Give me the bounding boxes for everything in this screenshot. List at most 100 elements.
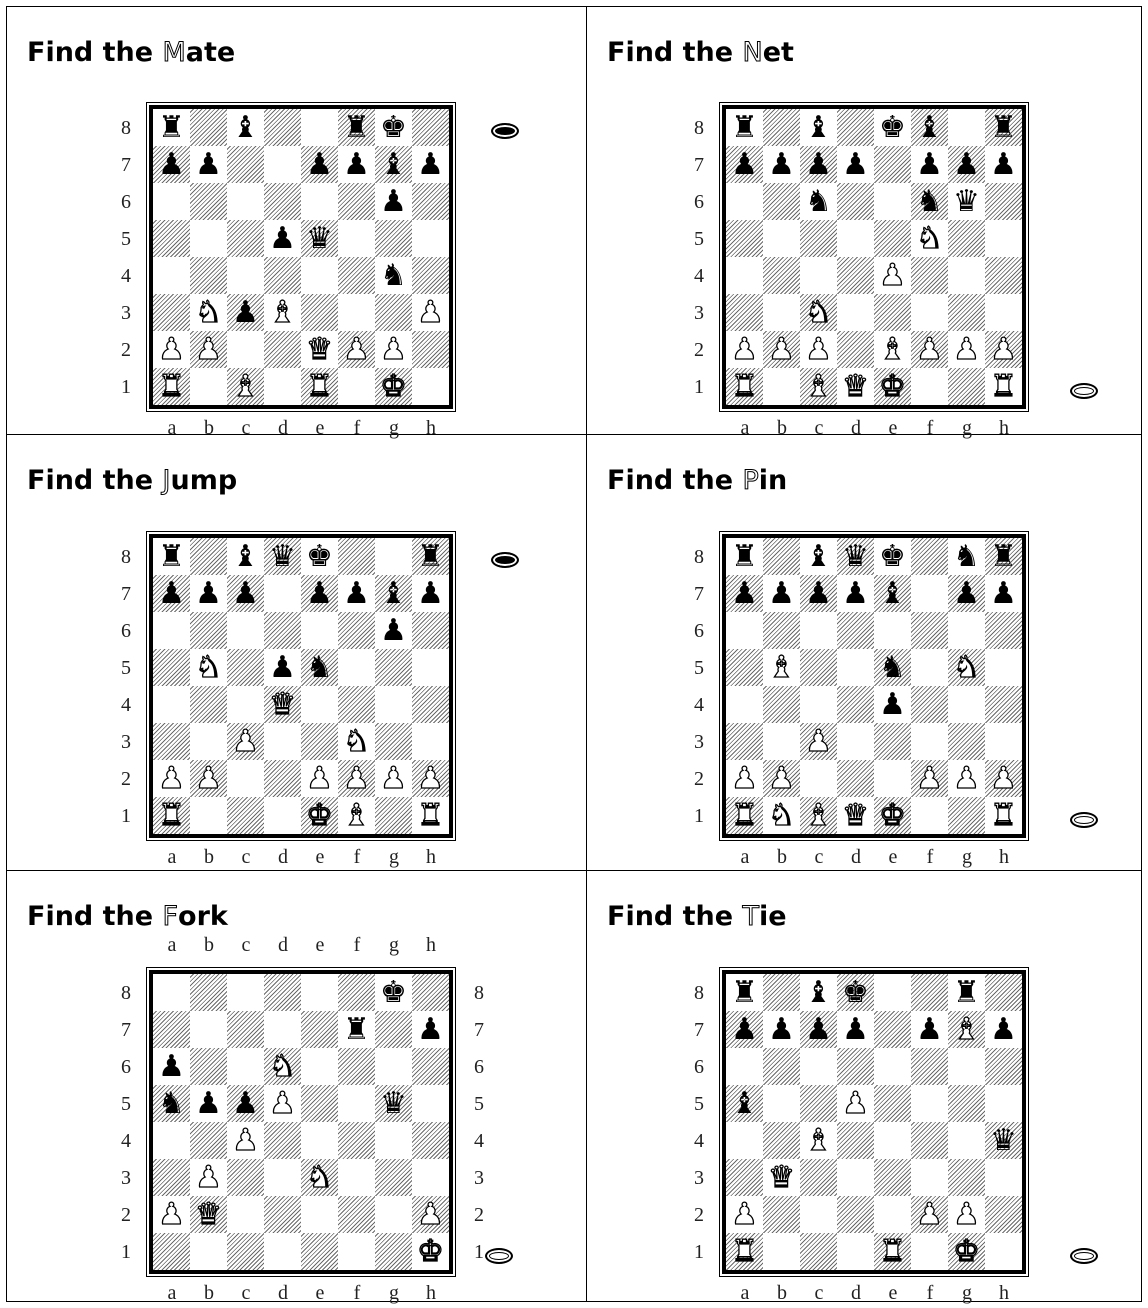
white-rook-icon: ♜ bbox=[412, 797, 449, 834]
file-label: h bbox=[994, 846, 1014, 869]
white-knight-icon: ♞ bbox=[190, 294, 227, 331]
board-square bbox=[338, 257, 375, 294]
white-pawn-icon: ♟ bbox=[153, 760, 190, 797]
board-square bbox=[227, 331, 264, 368]
file-label: b bbox=[199, 846, 219, 869]
board-square bbox=[412, 649, 449, 686]
file-label: h bbox=[421, 1282, 441, 1305]
white-pawn-icon: ♟ bbox=[412, 760, 449, 797]
board-square bbox=[190, 109, 227, 146]
board-square bbox=[301, 1122, 338, 1159]
board-square bbox=[375, 686, 412, 723]
black-rook-icon: ♜ bbox=[726, 538, 763, 575]
black-pawn-icon: ♟ bbox=[800, 575, 837, 612]
rank-label: 4 bbox=[689, 694, 709, 717]
black-pawn-icon: ♟ bbox=[726, 1011, 763, 1048]
black-pawn-icon: ♟ bbox=[375, 612, 412, 649]
board-square bbox=[190, 1122, 227, 1159]
board-square bbox=[911, 723, 948, 760]
board-square bbox=[985, 183, 1022, 220]
black-pawn-icon: ♟ bbox=[985, 1011, 1022, 1048]
board-square bbox=[948, 294, 985, 331]
white-pawn-icon: ♟ bbox=[948, 760, 985, 797]
puzzle-title: Find the Pin bbox=[607, 465, 787, 496]
white-king-icon: ♚ bbox=[874, 797, 911, 834]
board-square bbox=[338, 1048, 375, 1085]
white-pawn-icon: ♟ bbox=[338, 760, 375, 797]
white-bishop-icon: ♝ bbox=[874, 331, 911, 368]
board-square bbox=[874, 974, 911, 1011]
board-square bbox=[190, 686, 227, 723]
black-rook-icon: ♜ bbox=[412, 538, 449, 575]
white-bishop-icon: ♝ bbox=[264, 294, 301, 331]
board-square bbox=[726, 1048, 763, 1085]
black-bishop-icon: ♝ bbox=[800, 538, 837, 575]
black-pawn-icon: ♟ bbox=[301, 575, 338, 612]
board-square bbox=[264, 1196, 301, 1233]
black-rook-icon: ♜ bbox=[948, 974, 985, 1011]
board-square bbox=[800, 220, 837, 257]
rank-label: 6 bbox=[689, 191, 709, 214]
file-label: a bbox=[735, 1282, 755, 1305]
rank-label: 5 bbox=[116, 1093, 136, 1116]
black-knight-icon: ♞ bbox=[301, 649, 338, 686]
board-square bbox=[227, 1233, 264, 1270]
black-knight-icon: ♞ bbox=[800, 183, 837, 220]
file-label-top: c bbox=[236, 934, 256, 957]
rank-label: 1 bbox=[689, 1241, 709, 1264]
title-rest: ie bbox=[759, 901, 787, 932]
board-square bbox=[874, 183, 911, 220]
black-pawn-icon: ♟ bbox=[874, 686, 911, 723]
board-square bbox=[763, 1048, 800, 1085]
black-pawn-icon: ♟ bbox=[227, 294, 264, 331]
board-square bbox=[190, 1048, 227, 1085]
board-square bbox=[874, 294, 911, 331]
rank-label: 5 bbox=[116, 228, 136, 251]
board-square bbox=[412, 331, 449, 368]
board-square bbox=[911, 368, 948, 405]
black-rook-icon: ♜ bbox=[726, 974, 763, 1011]
file-label-top: d bbox=[273, 934, 293, 957]
black-pawn-icon: ♟ bbox=[264, 220, 301, 257]
board-square bbox=[264, 760, 301, 797]
rank-label-right: 6 bbox=[469, 1056, 489, 1079]
board-square bbox=[948, 1085, 985, 1122]
file-label: a bbox=[162, 1282, 182, 1305]
board-square bbox=[911, 649, 948, 686]
black-bishop-icon: ♝ bbox=[726, 1085, 763, 1122]
board-square bbox=[375, 1122, 412, 1159]
black-pawn-icon: ♟ bbox=[837, 146, 874, 183]
board-square bbox=[911, 1122, 948, 1159]
board-square bbox=[153, 974, 190, 1011]
black-king-icon: ♚ bbox=[874, 109, 911, 146]
board-square bbox=[190, 220, 227, 257]
board-square bbox=[227, 1196, 264, 1233]
black-pawn-icon: ♟ bbox=[911, 1011, 948, 1048]
board-square bbox=[412, 1159, 449, 1196]
board-square bbox=[985, 1048, 1022, 1085]
rank-label: 1 bbox=[689, 805, 709, 828]
puzzle-cell: Find the Mate♜♝♜♚♟♟♟♟♝♟♟♟♛♞♞♟♝♟♟♟♛♟♟♜♝♜♚… bbox=[6, 6, 587, 435]
board-square bbox=[190, 257, 227, 294]
file-label: d bbox=[273, 1282, 293, 1305]
board-square bbox=[763, 1233, 800, 1270]
board-square bbox=[800, 612, 837, 649]
board-square bbox=[985, 1085, 1022, 1122]
black-pawn-icon: ♟ bbox=[800, 1011, 837, 1048]
board-square bbox=[375, 723, 412, 760]
rank-label: 3 bbox=[116, 302, 136, 325]
rank-label: 6 bbox=[116, 191, 136, 214]
board-square bbox=[911, 686, 948, 723]
rank-label: 3 bbox=[689, 302, 709, 325]
file-label: d bbox=[846, 1282, 866, 1305]
white-knight-icon: ♞ bbox=[948, 649, 985, 686]
board-square bbox=[800, 760, 837, 797]
black-bishop-icon: ♝ bbox=[911, 109, 948, 146]
white-rook-icon: ♜ bbox=[985, 797, 1022, 834]
board-square bbox=[874, 146, 911, 183]
file-label: d bbox=[273, 846, 293, 869]
black-pawn-icon: ♟ bbox=[726, 146, 763, 183]
black-king-icon: ♚ bbox=[874, 538, 911, 575]
board-square bbox=[985, 1233, 1022, 1270]
title-rest: ork bbox=[178, 901, 228, 932]
